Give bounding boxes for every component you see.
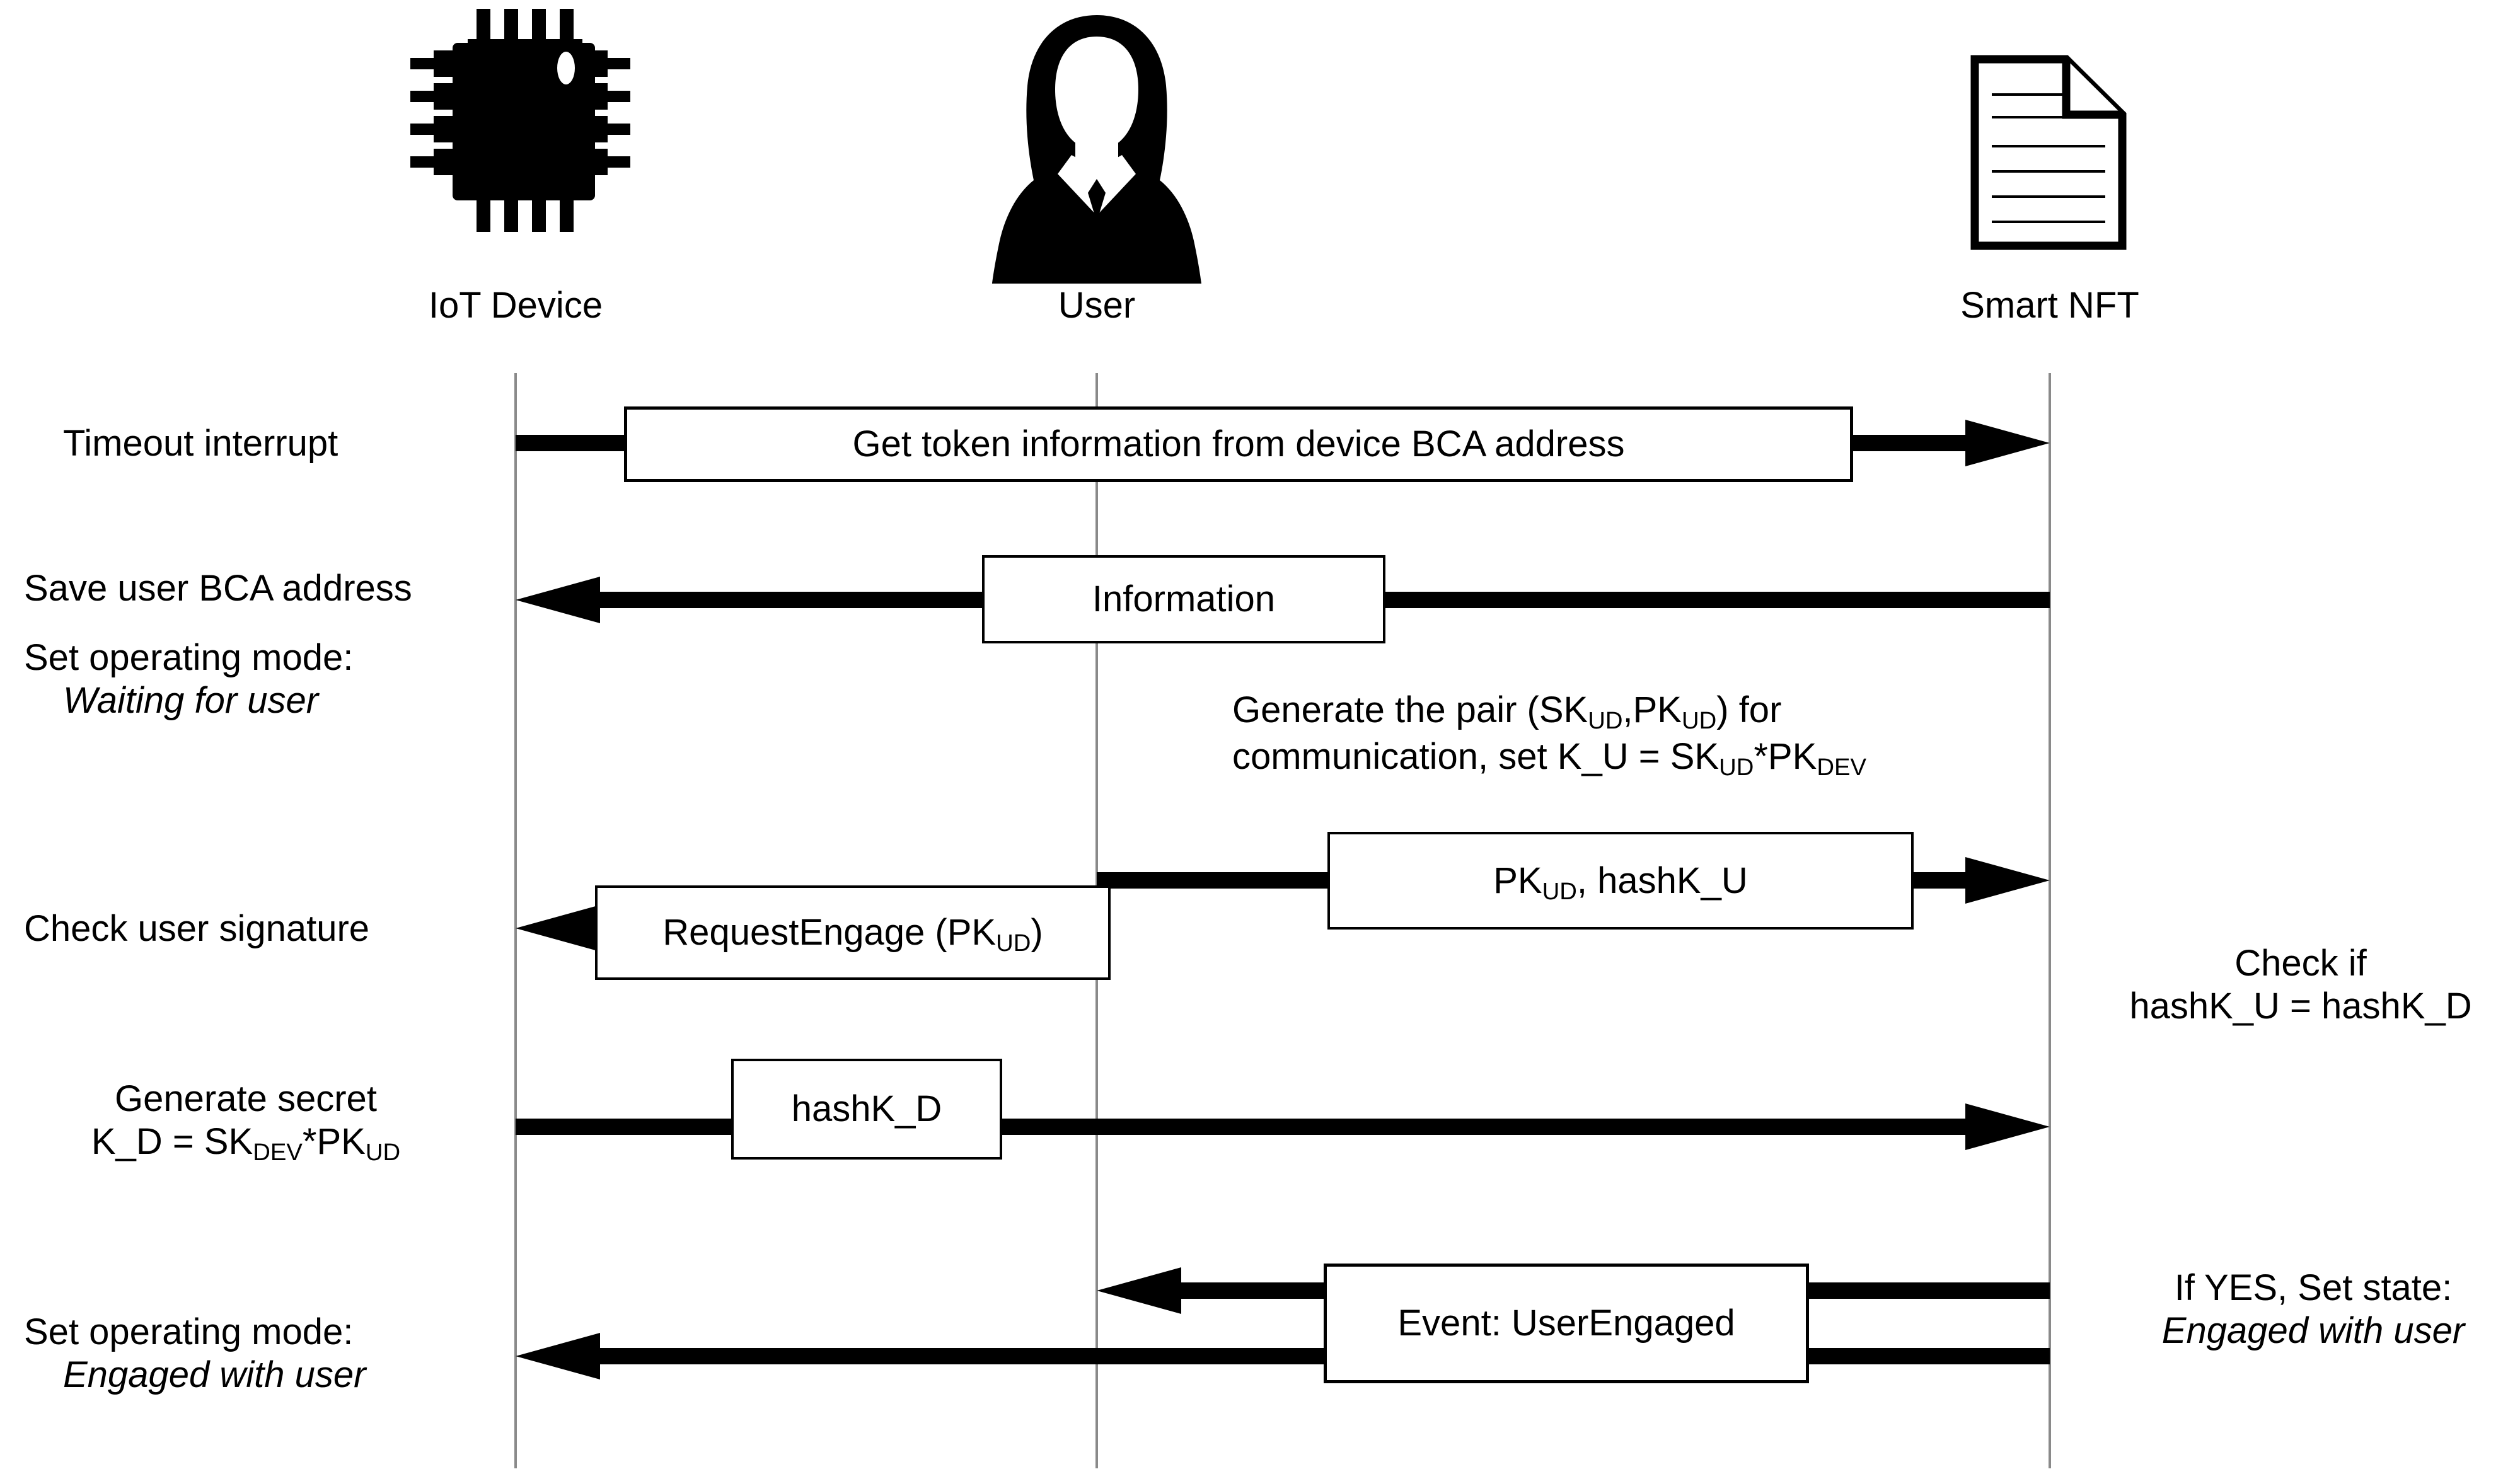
arrow-event-user-engaged-lower <box>516 1333 2050 1379</box>
message-box-request-engage-label: RequestEngage (PKUD) <box>662 912 1043 957</box>
note-generate-secret: Generate secret K_D = SKDEV*PKUD <box>13 1078 479 1166</box>
message-box-information-label: Information <box>1092 579 1276 620</box>
actor-label-nft-text: Smart NFT <box>1960 285 2139 326</box>
note-if-yes-set-state: If YES, Set state: Engaged with user <box>2112 1267 2515 1353</box>
actor-label-iot: IoT Device <box>327 285 705 326</box>
note-set-operating-mode-waiting: Set operating mode: Waiting for user <box>24 636 353 723</box>
note-check-hash-equality-line-2: hashK_U = hashK_D <box>2129 986 2472 1027</box>
note-check-hash-equality: Check if hashK_U = hashK_D <box>2093 942 2509 1028</box>
actor-label-iot-text: IoT Device <box>428 285 603 326</box>
document-icon <box>1970 55 2127 250</box>
message-box-get-token-information-label: Get token information from device BCA ad… <box>852 423 1625 465</box>
message-box-information[interactable]: Information <box>982 555 1385 643</box>
message-box-request-engage[interactable]: RequestEngage (PKUD) <box>595 885 1111 980</box>
user-avatar-icon <box>992 15 1201 284</box>
note-check-hash-equality-line-1: Check if <box>2234 943 2367 984</box>
actor-label-nft: Smart NFT <box>1861 285 2239 326</box>
note-save-user-bca-address-line-1: Save user BCA address <box>24 568 412 609</box>
note-set-operating-mode-engaged-line-1: Set operating mode: <box>24 1311 354 1352</box>
message-box-pk-hashk-u[interactable]: PKUD, hashK_U <box>1327 832 1914 930</box>
message-box-pk-hashk-u-label: PKUD, hashK_U <box>1493 860 1748 905</box>
note-set-operating-mode-engaged-line-2: Engaged with user <box>63 1354 366 1396</box>
note-check-user-signature: Check user signature <box>24 907 369 950</box>
note-if-yes-set-state-line-1: If YES, Set state: <box>2174 1267 2453 1308</box>
note-set-operating-mode-waiting-line-1: Set operating mode: <box>24 637 354 678</box>
actor-label-user: User <box>908 285 1286 326</box>
actor-label-user-text: User <box>1058 285 1136 326</box>
note-if-yes-set-state-line-2: Engaged with user <box>2161 1310 2465 1352</box>
note-generate-pair-line-2: communication, set K_U = SKUD*PKDEV <box>1232 736 1866 781</box>
message-box-hashk-d[interactable]: hashK_D <box>731 1059 1002 1160</box>
note-timeout-interrupt: Timeout interrupt <box>63 422 338 465</box>
message-box-get-token-information[interactable]: Get token information from device BCA ad… <box>624 406 1853 482</box>
message-box-hashk-d-label: hashK_D <box>791 1088 942 1130</box>
note-timeout-interrupt-line-1: Timeout interrupt <box>63 423 338 464</box>
note-generate-pair: Generate the pair (SKUD,PKUD) for commun… <box>1232 687 1866 781</box>
message-box-event-user-engaged-label: Event: UserEngaged <box>1397 1303 1735 1344</box>
note-save-user-bca-address: Save user BCA address <box>24 567 412 610</box>
note-set-operating-mode-engaged: Set operating mode: Engaged with user <box>24 1311 366 1397</box>
message-box-event-user-engaged[interactable]: Event: UserEngaged <box>1324 1264 1809 1383</box>
note-set-operating-mode-waiting-line-2: Waiting for user <box>63 680 319 722</box>
note-generate-secret-line-1: Generate secret <box>115 1078 377 1119</box>
note-generate-secret-line-2: K_D = SKDEV*PKUD <box>91 1121 401 1166</box>
note-generate-pair-line-1: Generate the pair (SKUD,PKUD) for <box>1232 689 1782 734</box>
note-check-user-signature-line-1: Check user signature <box>24 908 370 949</box>
microchip-icon <box>410 9 630 232</box>
